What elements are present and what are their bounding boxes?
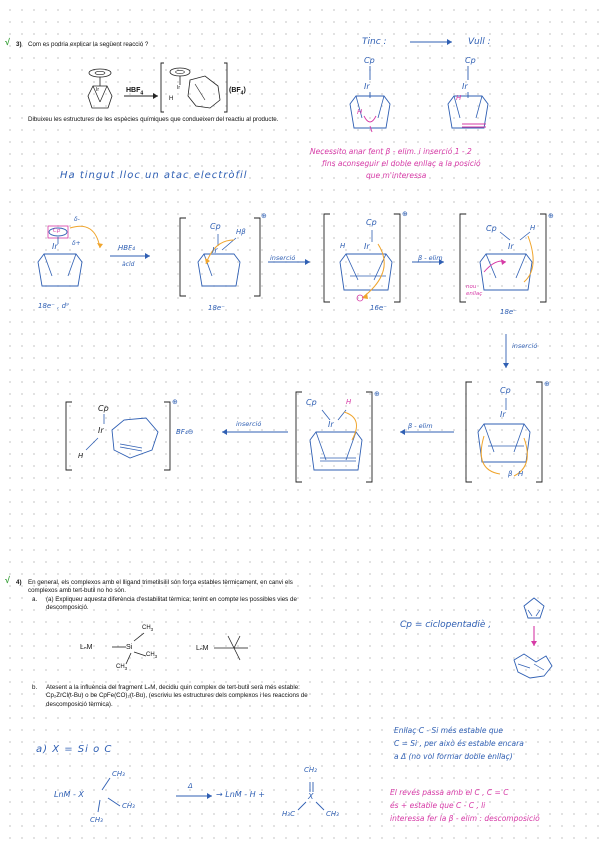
ir-label-1: Ir [52,242,58,251]
h-label-vull: H [456,94,462,102]
hbf4-label: HBF₄ [118,244,135,252]
strategy-note: Necessito anar fent β - elim. i inserció… [310,147,481,180]
ch3-label-1: CH3 [142,625,154,633]
charge-plus-4: ⊕ [548,212,554,220]
question-4-intro: En general, els complexos amb el lligand… [28,579,293,595]
electron-count-3: 16e⁻ [370,304,387,312]
h-label-7: H [78,452,84,460]
product-hydride: H [169,96,174,102]
charge-plus-2: ⊕ [261,212,267,220]
h-label-6: H [346,398,352,406]
check-mark-q4: √ [5,575,10,585]
h-label-4: H [530,224,536,232]
cp-label-7: Cp [98,404,109,413]
insertion-label-down: inserció [512,342,538,350]
cp-label-tinc: Cp [364,56,375,65]
ir-label-2: Ir [212,246,218,255]
h-label-5: H [518,470,524,478]
electron-count-1: 18e⁻ , d⁹ [38,302,69,310]
tinc-label: Tinc : [362,37,387,47]
ir-label-6: Ir [328,420,334,429]
part-b-text: Atesent a la influència del fragment LₙM… [46,684,308,708]
charge-plus-7: ⊕ [172,398,178,406]
insertion-label-1: inserció [270,254,296,262]
charge-plus-5: ⊕ [544,380,550,388]
question-3-text: Com es podria explicar la següent reacci… [28,41,149,48]
answer-a: a) X = Si o C [36,744,113,755]
ch3-answer-2: CH₃ [122,802,135,810]
h3c-label: H₃C [282,810,295,818]
ir-label-7: Ir [98,426,104,435]
delta-minus-label: δ- [74,216,80,223]
counterion-label: (BF4) [229,87,246,97]
cp-label-6: Cp [306,398,317,407]
cp-label-4: Cp [486,224,497,233]
product-lnm-h: → LnM - H + [216,790,265,799]
cp-definition: Cp = ciclopentadiè , [400,620,492,630]
cp-label-3: Cp [366,218,377,227]
part-a-text: (a) Expliqueu aquesta diferència d'estab… [46,596,297,612]
insertion-label-2: inserció [236,420,262,428]
ch3-label-2: CH3 [146,652,158,660]
x-label: X [308,792,314,801]
lnm-x-label: LnM - X [54,790,84,799]
cp-label-2: Cp [210,222,221,231]
question-number-3: 3) [16,41,22,48]
beta-elim-label-1: β - elim [418,254,443,262]
reagent-label: HBF4 [126,87,144,97]
si-label: Si [126,644,133,651]
cp-label-5: Cp [500,386,511,395]
product-metal: Ir [177,85,181,91]
explanation-decomposition: El revés passa amb el C , C = C és + est… [390,788,540,823]
charge-plus-3: ⊕ [402,210,408,218]
ir-label-4: Ir [508,242,514,251]
lnm-label-1: LₙM [80,644,93,651]
delta-label: Δ [188,782,193,790]
beta-elim-label-2: β - elim [408,422,433,430]
ch3-label-3: CH3 [116,664,128,672]
ir-label-vull: Ir [462,82,468,91]
ch2-label: CH₂ [304,766,317,774]
acid-label: àcid [122,261,135,268]
h-label-tinc: H [357,108,363,116]
bf4-counterion: BF₄⊖ [176,428,194,436]
cp-label-vull: Cp [465,56,476,65]
ir-label-3: Ir [364,242,370,251]
new-bond-note: nou enllaç [466,284,483,297]
ch3-answer-1: CH₃ [112,770,125,778]
electron-count-4: 18e⁻ [500,308,517,316]
cp-label-1: Cp [53,228,61,234]
ch3-answer-4: CH₃ [326,810,339,818]
charge-plus-6: ⊕ [374,390,380,398]
ir-label-5: Ir [500,410,506,419]
vull-label: Vull : [468,37,491,47]
electron-count-2: 18e⁻ [208,304,225,312]
ir-label-tinc: Ir [364,82,370,91]
electrophilic-attack-note: Ha tingut lloc un atac electròfil [60,170,248,181]
question-3-instruction: Dibuixeu les estructures de les espècies… [28,116,279,123]
h-beta-label: Hβ [236,228,246,236]
ch3-answer-3: CH₃ [90,816,103,824]
reactant-metal: Ir [96,87,100,93]
question-number-4: 4) [16,579,22,586]
delta-plus-label: δ+ [72,240,81,247]
part-b-label: b. [32,684,38,691]
h-label-3: H [340,242,346,250]
explanation-stability: Enllaç C - Si més estable que C = Si , p… [394,726,524,761]
check-mark-q3: √ [5,37,10,47]
part-a-label: a. [32,596,38,603]
beta-label-5: β [508,470,513,478]
lnm-label-2: LₙM [196,645,209,652]
